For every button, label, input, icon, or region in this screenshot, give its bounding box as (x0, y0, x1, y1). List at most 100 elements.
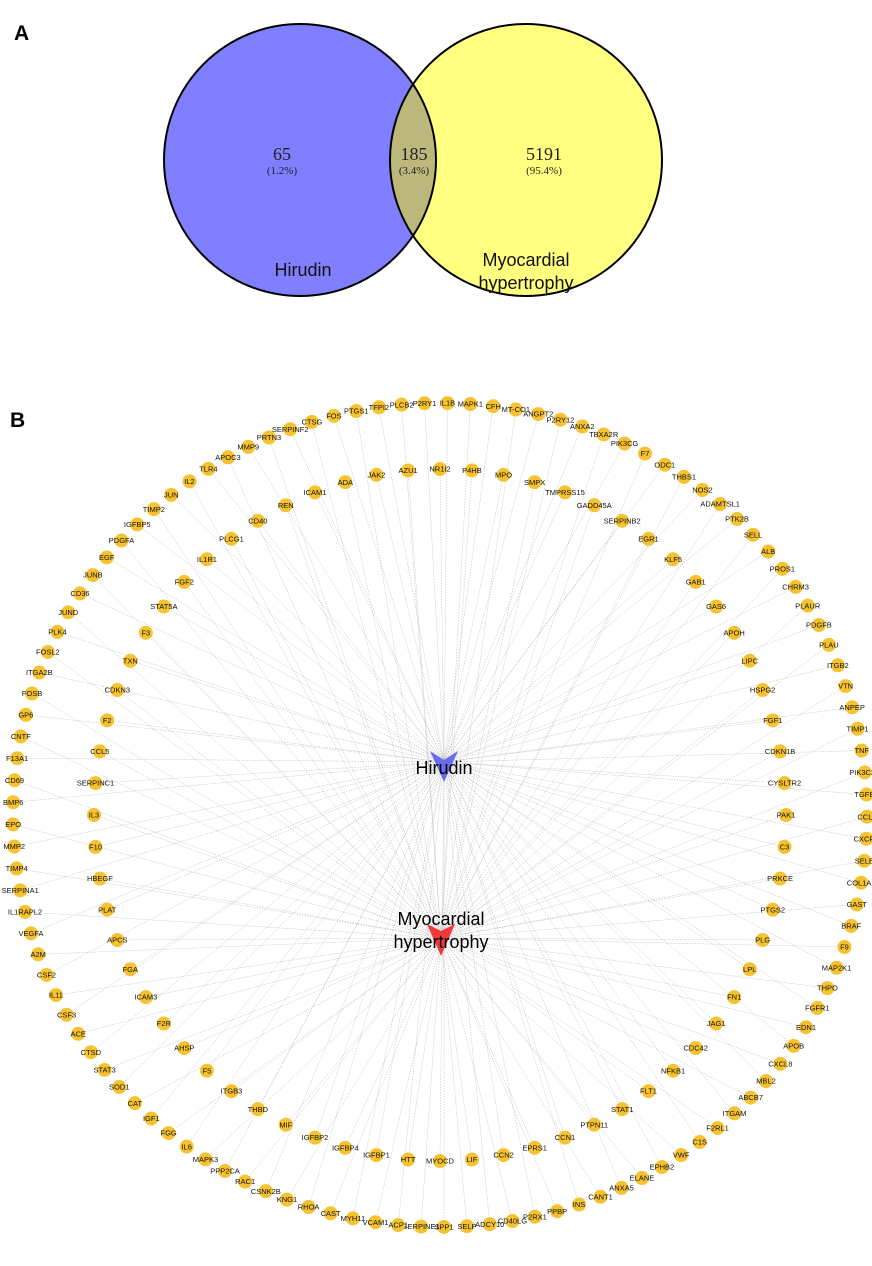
outer-edge (14, 761, 445, 847)
inner-node-ccl5: CCL5 (90, 744, 109, 759)
inner-edge (93, 814, 442, 939)
gene-node-label: PLCB2 (390, 400, 414, 409)
outer-node-plcb2: PLCB2 (390, 397, 414, 412)
outer-edge (443, 750, 862, 763)
outer-edge (227, 457, 442, 939)
gene-node-circle (201, 461, 216, 476)
gene-node-label: PIK3CG (611, 439, 639, 448)
inner-node-hbegf: HBEGF (87, 871, 113, 886)
inner-edge (99, 751, 442, 939)
outer-edge (440, 937, 513, 1222)
gene-node-label: CXCL8 (768, 1059, 792, 1068)
gene-node-circle (788, 579, 803, 594)
gene-node-label: EGR1 (638, 534, 658, 543)
gene-node-label: MYH11 (341, 1214, 365, 1223)
gene-node-label: VWF (673, 1151, 690, 1160)
outer-edge (104, 937, 442, 1071)
inner-node-tmprss15: TMPRSS15 (545, 485, 585, 500)
gene-node-label: F9 (840, 943, 849, 952)
gene-node-label: HTT (401, 1155, 416, 1164)
gene-node-circle (676, 469, 691, 484)
inner-node-ren: REN (278, 498, 294, 513)
gene-node-circle (527, 1209, 542, 1224)
gene-node-circle (10, 751, 25, 766)
gene-node-circle (138, 990, 153, 1005)
venn-left-count: 65 (273, 144, 291, 164)
gene-node-circle (338, 475, 353, 490)
gene-node-circle (496, 467, 511, 482)
gene-node-circle (50, 624, 65, 639)
gene-node-circle (773, 871, 788, 886)
gene-node-circle (859, 831, 872, 846)
gene-node-circle (144, 1111, 159, 1126)
inner-node-gas6: GAS6 (706, 599, 726, 614)
outer-node-nos2: NOS2 (692, 482, 713, 497)
gene-node-label: CDC42 (683, 1044, 708, 1053)
gene-node-circle (765, 902, 780, 917)
gene-node-label: MT-CO1 (502, 405, 530, 414)
inner-node-smpx: SMPX (524, 475, 545, 490)
gene-node-circle (859, 787, 872, 802)
gene-node-label: GAS6 (706, 602, 726, 611)
gene-node-label: NOS2 (692, 486, 712, 495)
gene-node-circle (765, 713, 780, 728)
gene-node-circle (308, 1130, 323, 1145)
gene-node-circle (755, 683, 770, 698)
inner-node-ccn1: CCN1 (555, 1130, 575, 1145)
gene-node-label: MMP9 (237, 443, 259, 452)
gene-node-label: CAT (128, 1099, 143, 1108)
gene-node-label: MPO (495, 470, 512, 479)
inner-edge (440, 538, 649, 939)
gene-node-label: TIMP1 (847, 724, 869, 733)
inner-node-mif: MIF (278, 1117, 293, 1132)
outer-edge (443, 761, 622, 1188)
outer-edge (168, 937, 442, 1134)
outer-edge (121, 540, 442, 939)
outer-edge (401, 404, 442, 939)
inner-edge (407, 937, 442, 1160)
gene-node-label: MAPK1 (458, 400, 483, 409)
gene-node-label: MIF (279, 1120, 292, 1129)
outer-edge (440, 404, 471, 939)
inner-node-p4hb: P4HB (462, 463, 482, 478)
gene-node-circle (323, 1206, 338, 1221)
outer-node-col1a1: COL1A1 (847, 875, 872, 890)
outer-edge (440, 904, 857, 939)
gene-node-circle (9, 861, 24, 876)
gene-node-label: ADCY10 (475, 1220, 504, 1229)
gene-node-circle (779, 808, 793, 822)
gene-node-circle (527, 475, 542, 490)
outer-node-ccl2: CCL2 (857, 809, 872, 824)
gene-node-label: P2RY1 (413, 399, 437, 408)
gene-node-label: SERPINE1 (403, 1222, 440, 1231)
gene-node-circle (486, 399, 501, 414)
outer-node-plk4: PLK4 (48, 624, 67, 639)
gene-node-label: MYOCD (426, 1157, 455, 1166)
gene-node-circle (854, 875, 869, 890)
gene-node-label: MAPK3 (193, 1155, 218, 1164)
myocardial-hypertrophy-hub-marker (427, 924, 455, 956)
gene-node-label: IL6 (181, 1142, 191, 1151)
outer-node-mt-co1: MT-CO1 (502, 402, 530, 417)
panel-a-label: A (14, 22, 29, 45)
gene-node-label: PLG (755, 936, 770, 945)
gene-node-circle (593, 1189, 608, 1204)
gene-node-circle (845, 700, 860, 715)
gene-node-circle (371, 400, 386, 415)
gene-node-circle (92, 871, 107, 886)
gene-node-circle (777, 839, 792, 854)
inner-node-hspg2: HSPG2 (750, 683, 775, 698)
inner-edge (163, 761, 445, 1024)
gene-node-circle (800, 598, 815, 613)
inner-node-pak1: PAK1 (777, 808, 795, 822)
outer-edge (47, 651, 442, 939)
outer-edge (265, 761, 445, 1192)
outer-node-il2: IL2 (182, 474, 197, 489)
outer-node-cat: CAT (128, 1096, 143, 1111)
inner-edge (439, 468, 445, 763)
gene-node-circle (13, 729, 28, 744)
outer-node-mmp2: MMP2 (3, 839, 25, 854)
gene-node-label: FGFR1 (805, 1004, 830, 1013)
inner-edge (376, 761, 445, 1156)
gene-node-label: PLCG1 (219, 534, 244, 543)
